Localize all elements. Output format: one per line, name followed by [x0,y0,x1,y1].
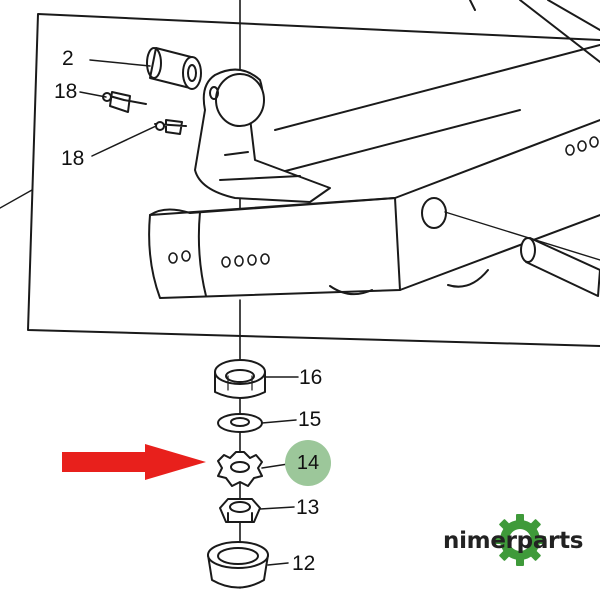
gear-icon [494,514,546,566]
brand-logo: nimerparts [443,514,593,572]
brand-name: nimerparts [443,528,584,554]
pivot-pin [525,237,600,297]
bearing-16 [214,359,266,399]
leader-lines [79,59,299,566]
frame-outline [27,13,600,347]
arm-holes [168,136,599,268]
highlight-arrow [62,444,206,480]
washer-15 [217,413,263,433]
callout-18-upper: 18 [54,80,78,103]
callout-14: 14 [285,440,331,486]
lock-washer-14 [217,451,263,487]
callout-18-lower: 18 [61,147,85,170]
arm-body [148,197,401,299]
callout-16: 16 [299,366,323,389]
callout-13: 13 [296,496,320,519]
nut-13 [219,498,261,523]
callout-12: 12 [292,552,316,575]
grease-nipple-a [105,91,147,113]
callout-15: 15 [298,408,322,431]
callout-2: 2 [62,47,74,70]
cap-12 [207,541,269,589]
